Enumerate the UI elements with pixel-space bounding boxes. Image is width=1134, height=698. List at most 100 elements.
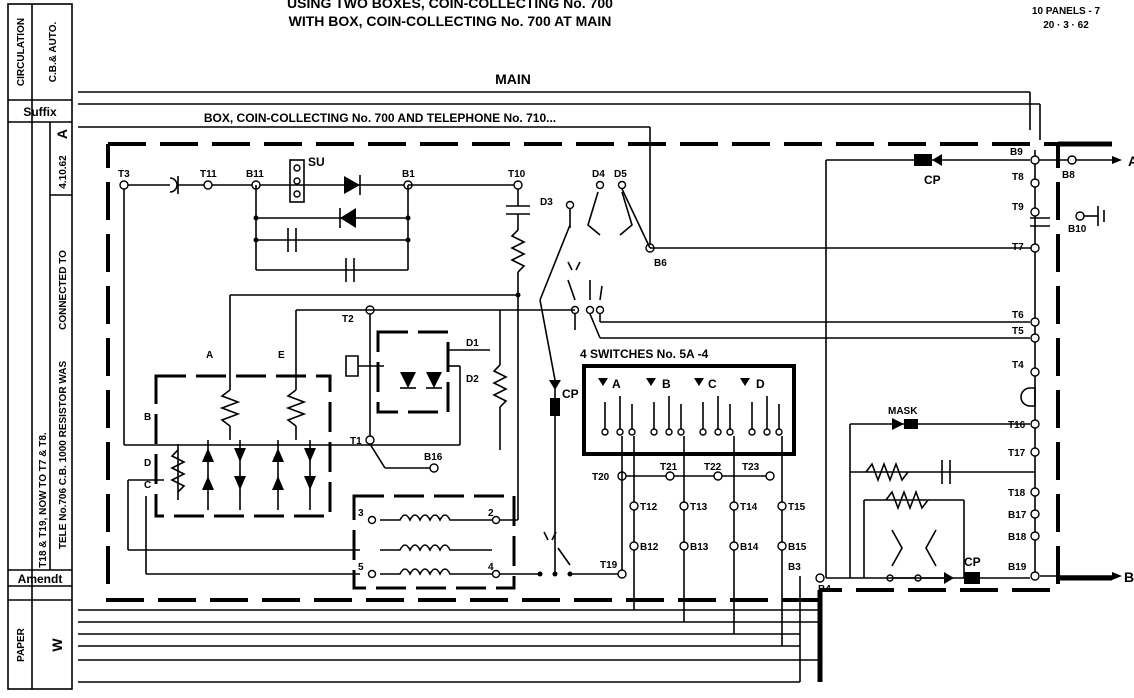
- terminal-b15: B15: [788, 542, 807, 553]
- drawing-date: 20 · 3 · 62: [1043, 20, 1089, 31]
- terminal-b9: B9: [1010, 147, 1023, 158]
- rectifier-unit-outline: [376, 330, 450, 414]
- su-label: SU: [308, 155, 325, 169]
- terminal-t4: T4: [1012, 360, 1024, 371]
- amendment-sidebar: CIRCULATION C.B.& AUTO. Suffix A 4.10.62…: [7, 3, 73, 690]
- terminal-b16: B16: [424, 452, 443, 463]
- coil-icon-1: [380, 514, 492, 522]
- terminal-t21: T21: [660, 462, 678, 473]
- terminal-t6: T6: [1012, 310, 1024, 321]
- push-button-icon: [169, 177, 178, 193]
- lead-b-label: B: [144, 412, 151, 423]
- terminal-b19: B19: [1008, 562, 1027, 573]
- receiver-icon: [1020, 387, 1036, 407]
- terminal-d3: D3: [540, 197, 553, 208]
- terminal-b18: B18: [1008, 532, 1027, 543]
- cb-auto-label: C.B.& AUTO.: [48, 22, 59, 83]
- terminal-d1: D1: [466, 338, 479, 349]
- lead-c-label: C: [144, 480, 151, 491]
- terminal-b8: B8: [1062, 170, 1075, 181]
- cp-unit-icon-2: [914, 154, 932, 166]
- terminal-column-t14: [729, 436, 739, 634]
- terminal-column-t12: [629, 436, 639, 610]
- terminal-b14: B14: [740, 542, 759, 553]
- switch-c-label: C: [708, 377, 717, 391]
- switch-d-label: D: [756, 377, 765, 391]
- amendt-label: Amendt: [18, 572, 63, 586]
- terminal-t3: T3: [118, 169, 130, 180]
- terminal-d4: D4: [592, 169, 605, 180]
- switch-a: A: [598, 377, 636, 436]
- amendment-note-c: T18 & T19, NOW TO T7 & T8.: [38, 432, 49, 568]
- amendment-note-b: TELE No.706 C.B. 1000 RESISTOR WAS: [58, 361, 69, 550]
- terminal-t18: T18: [1008, 488, 1026, 499]
- terminal-column-t15: [777, 436, 787, 646]
- box-outline-dashed-bottom: [106, 144, 820, 602]
- diode-icon-3: [892, 418, 904, 430]
- resistor-icon: [510, 229, 526, 273]
- contact-spring-icon: [567, 279, 603, 301]
- suffix-label: Suffix: [23, 105, 57, 119]
- cp-label-3: CP: [964, 555, 981, 569]
- right-terminal-strip: [1030, 155, 1040, 581]
- switch-d: D: [740, 377, 783, 436]
- terminal-b3: B3: [788, 562, 801, 573]
- line-a-label: A: [1128, 153, 1134, 169]
- rectifier-bridge: [170, 380, 316, 510]
- suffix-value: A: [54, 129, 70, 139]
- terminal-t23: T23: [742, 462, 760, 473]
- coil-icon-2: [380, 544, 492, 552]
- terminal-t9: T9: [1012, 202, 1024, 213]
- terminal-t7: T7: [1012, 242, 1024, 253]
- terminal-t8: T8: [1012, 172, 1024, 183]
- terminal-d2: D2: [466, 374, 479, 385]
- terminal-t1: T1: [350, 436, 362, 447]
- terminal-4: 4: [488, 562, 494, 573]
- box-outline-dashed: [108, 142, 1060, 592]
- terminal-5: 5: [358, 562, 364, 573]
- terminal-t11: T11: [200, 169, 217, 180]
- lead-e-label: E: [278, 350, 285, 361]
- terminal-t2: T2: [342, 314, 354, 325]
- lead-a-label: A: [206, 350, 213, 361]
- amendment-note-a: CONNECTED TO: [58, 250, 69, 330]
- box-description-label: BOX, COIN-COLLECTING No. 700 AND TELEPHO…: [204, 111, 556, 125]
- switches-box: [582, 364, 796, 456]
- amendment-date: 4.10.62: [58, 155, 69, 189]
- line-b-label: B: [1124, 569, 1134, 585]
- rectifier-bridge-outline: [154, 374, 332, 518]
- terminal-2: 2: [488, 508, 494, 519]
- hook-switch-icon: [587, 191, 633, 236]
- terminal-b12: B12: [640, 542, 659, 553]
- switch-b-label: B: [662, 377, 671, 391]
- cp-unit-icon: [550, 398, 560, 416]
- terminal-b13: B13: [690, 542, 709, 553]
- cp-label-2: CP: [924, 173, 941, 187]
- terminal-t5: T5: [1012, 326, 1024, 337]
- switch-b: B: [646, 377, 685, 436]
- lead-d-label: D: [144, 458, 151, 469]
- terminal-t15: T15: [788, 502, 806, 513]
- su-fuse-block: [289, 159, 305, 203]
- main-label: MAIN: [495, 71, 531, 87]
- contact-pair-icon: [891, 529, 937, 567]
- terminal-b1: B1: [402, 169, 415, 180]
- switch-a-label: A: [612, 377, 621, 391]
- resistor-icon-2: [492, 364, 508, 408]
- terminal-t14: T14: [740, 502, 758, 513]
- mask-label: MASK: [888, 406, 918, 417]
- terminal-b6: B6: [654, 258, 667, 269]
- cp-label-1: CP: [562, 387, 579, 401]
- terminal-b10: B10: [1068, 224, 1087, 235]
- terminal-t22: T22: [704, 462, 722, 473]
- title-line-1: USING TWO BOXES, COIN-COLLECTING No. 700: [287, 0, 613, 11]
- diode-icon: [344, 176, 360, 194]
- switches-label: 4 SWITCHES No. 5A -4: [580, 347, 709, 361]
- terminal-d5: D5: [614, 169, 627, 180]
- terminal-b11: B11: [246, 169, 264, 180]
- drawing-reference: 10 PANELS - 7: [1032, 6, 1101, 17]
- paper-label: PAPER: [16, 627, 27, 661]
- terminal-column-t13: [679, 436, 689, 622]
